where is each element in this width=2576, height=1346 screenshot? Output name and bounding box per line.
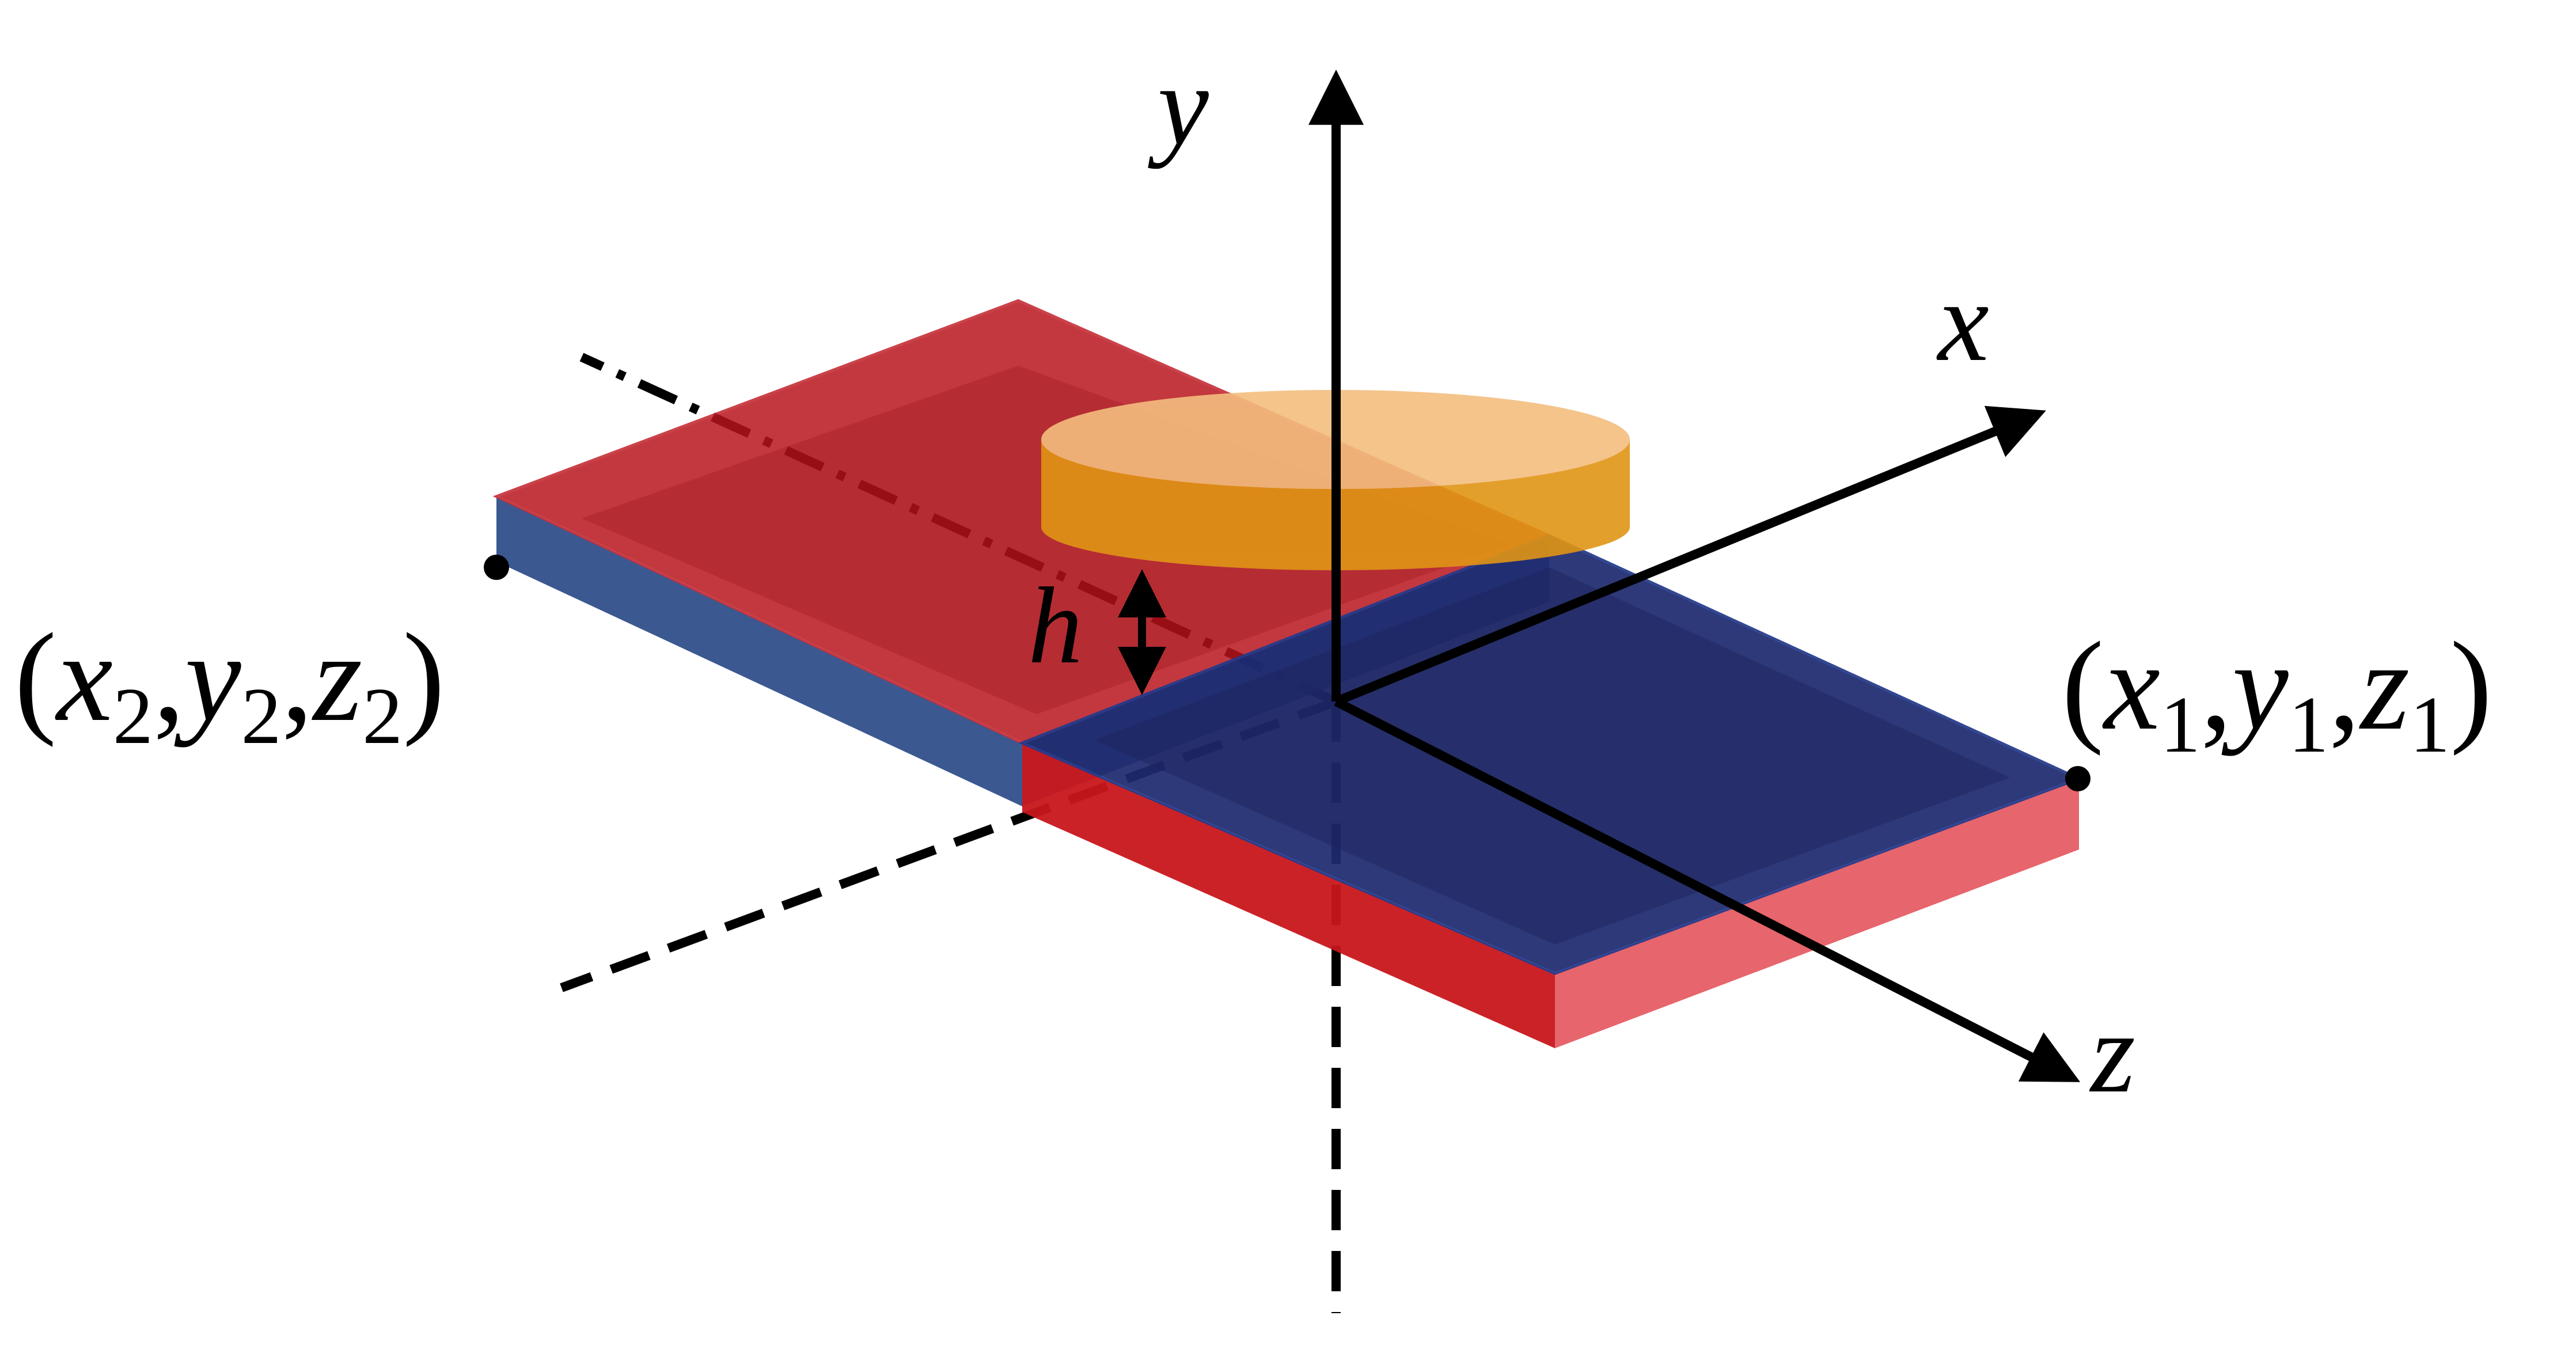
point-2-marker <box>484 555 509 580</box>
solid-axes <box>1308 69 2081 1082</box>
lower-plate-side-front <box>1022 743 1555 1048</box>
lower-plate <box>1018 534 2083 1048</box>
point-1-marker <box>2065 766 2091 791</box>
lower-plate-side-right <box>1555 779 2079 1048</box>
upper-plate-top-inner <box>582 366 1509 714</box>
x-axis-label: x <box>1936 258 1989 385</box>
point-2-label: (x2,y2,z2) <box>14 607 445 761</box>
x-axis-positive <box>1334 405 2046 706</box>
lower-plate-top-inner <box>1094 567 2010 945</box>
z-axis-label: z <box>2089 989 2135 1117</box>
z-axis-positive <box>1334 697 2081 1082</box>
point-1-label: (x1,y1,z1) <box>2062 616 2492 769</box>
y-axis-label: y <box>1148 42 1209 169</box>
separation-label: h <box>1028 566 1083 687</box>
upper-plate-side-front <box>496 496 1022 806</box>
